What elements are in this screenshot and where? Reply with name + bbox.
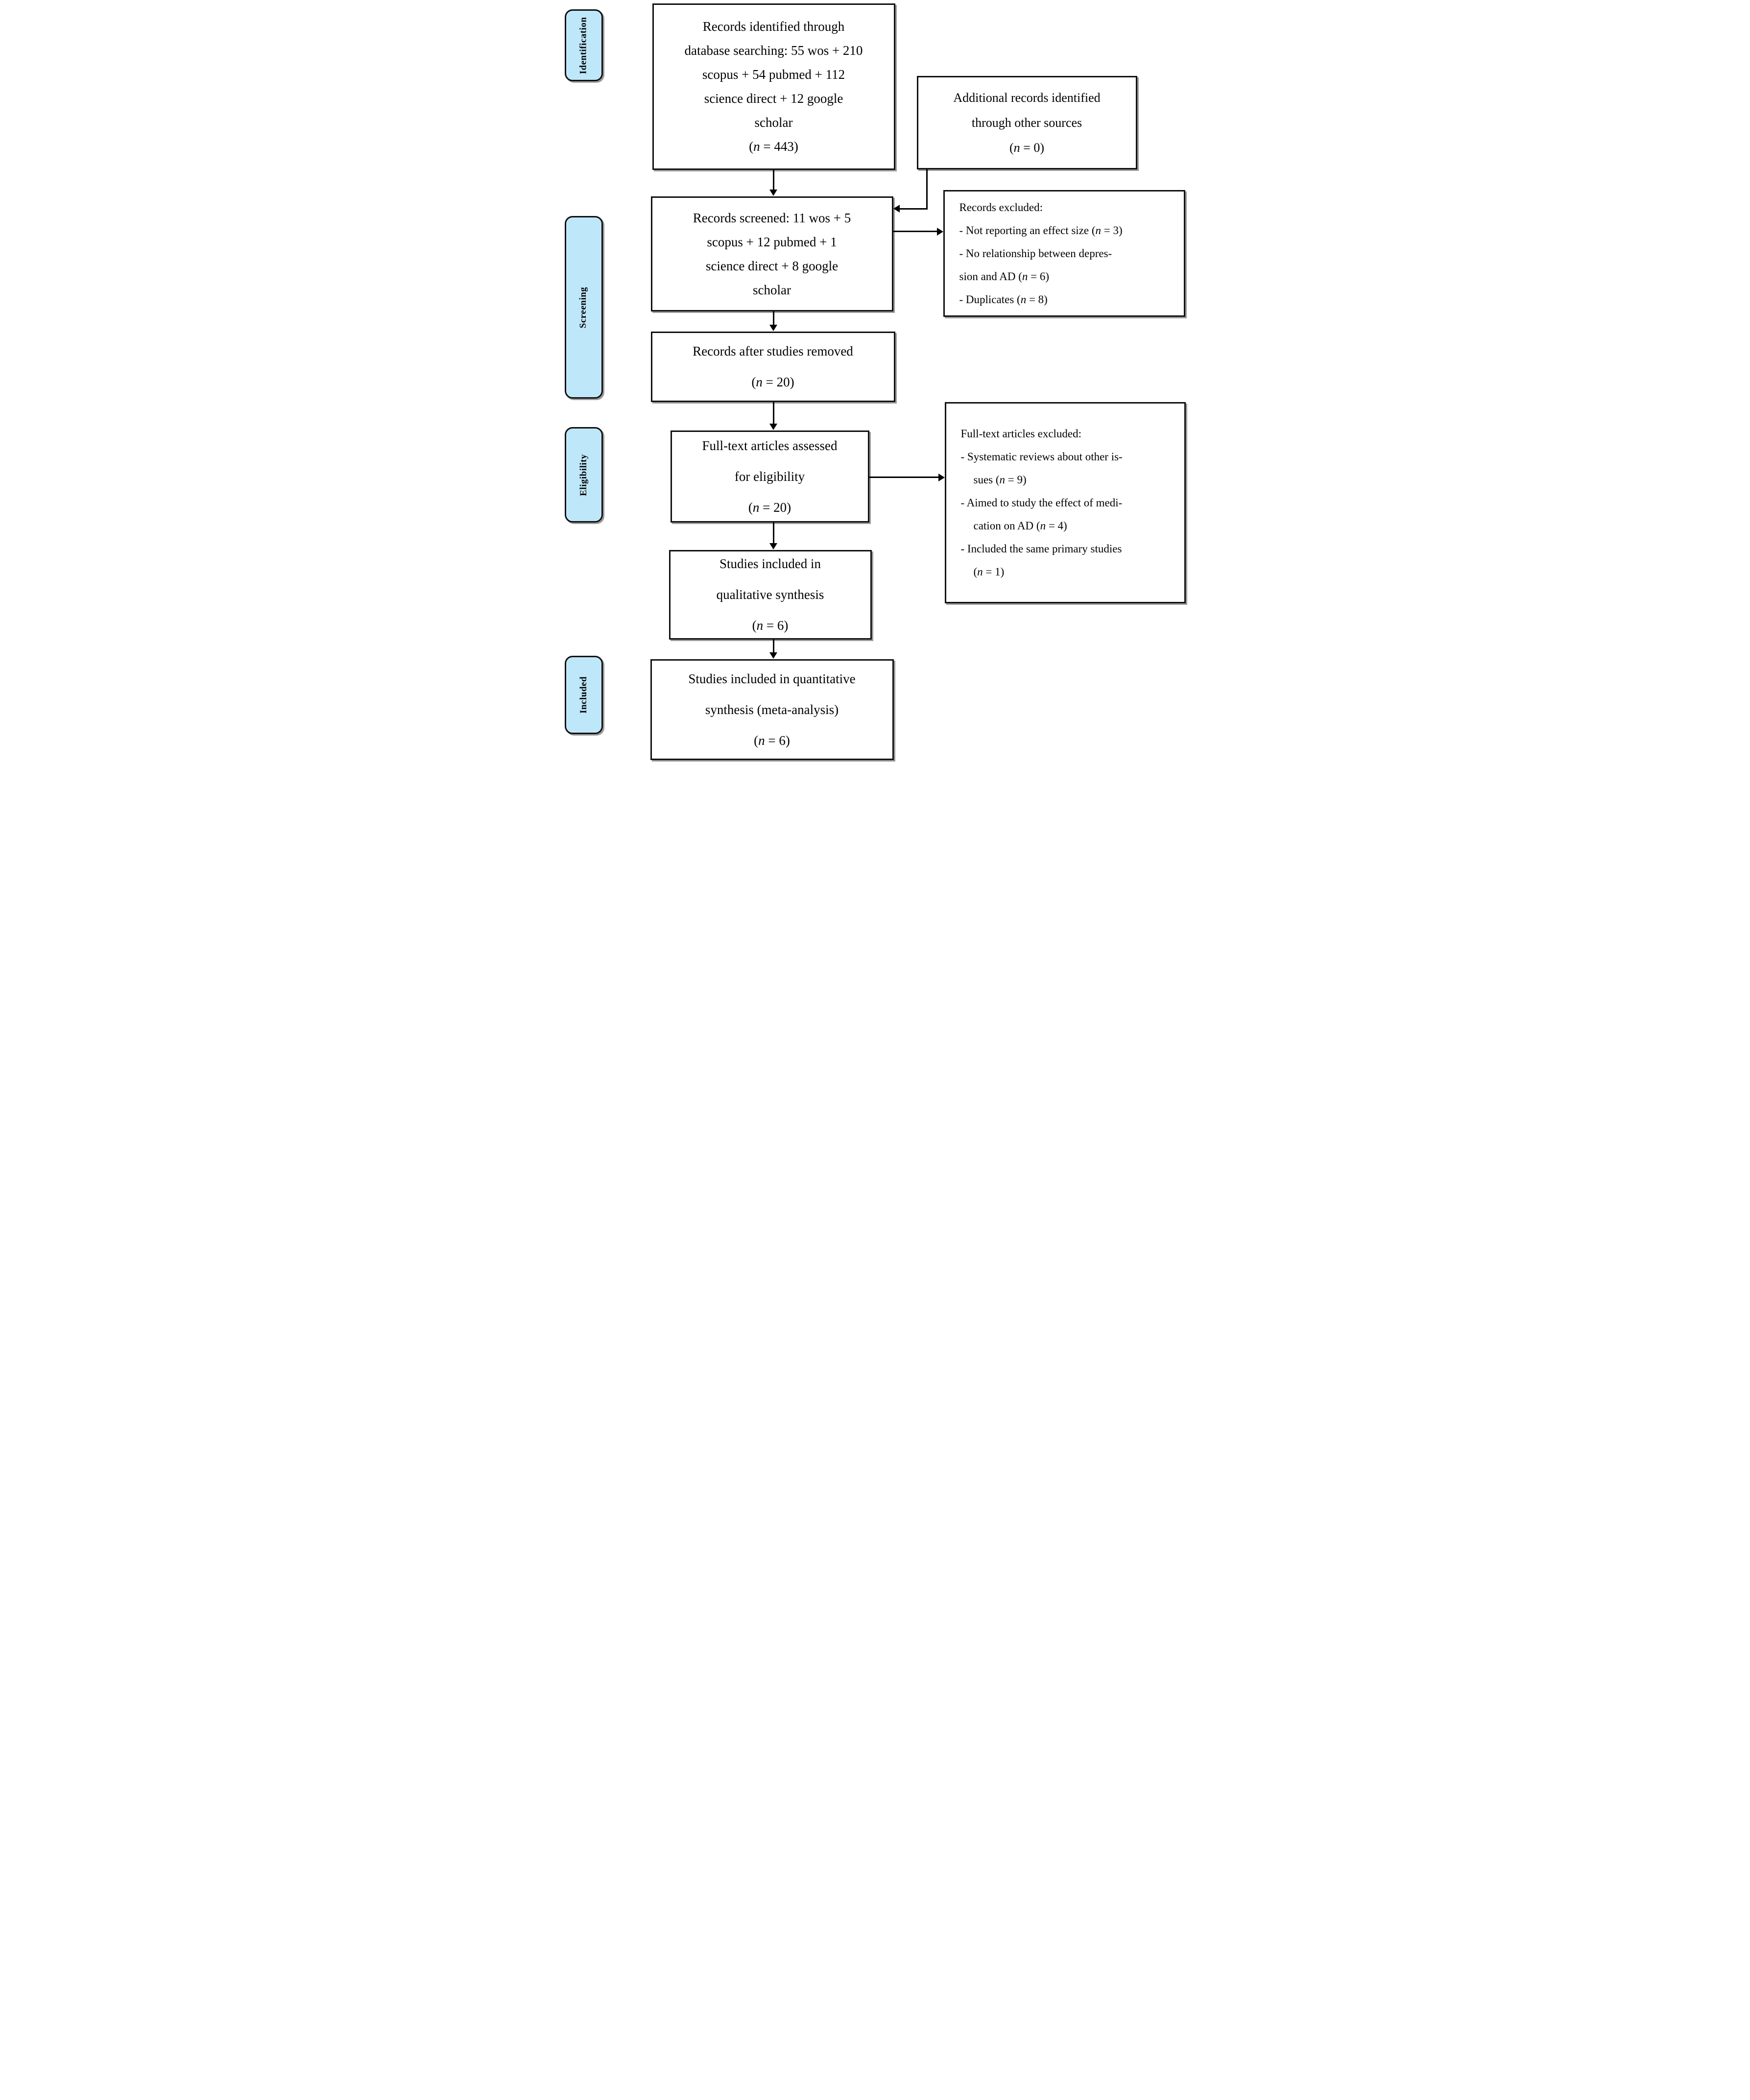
arrow-after-removed-to-assessed bbox=[772, 402, 774, 424]
text-line: - Systematic reviews about other is- bbox=[960, 451, 1123, 463]
box-records-after-removed: Records after studies removed (n = 20) bbox=[650, 332, 895, 402]
text-line: (n = 443) bbox=[749, 139, 798, 154]
box-additional-records: Additional records identified through oth… bbox=[916, 76, 1137, 169]
box-quantitative-synthesis: Studies included in quantitative synthesi… bbox=[650, 659, 894, 760]
stage-label: Identification bbox=[578, 17, 589, 74]
stage-eligibility: Eligibility bbox=[564, 427, 603, 523]
stage-identification: Identification bbox=[564, 9, 603, 81]
text-line: through other sources bbox=[971, 116, 1082, 130]
arrow-screened-to-after-removed bbox=[772, 311, 774, 325]
text-line: Full-text articles excluded: bbox=[960, 428, 1082, 440]
arrow-assessed-to-qualitative bbox=[772, 523, 774, 544]
arrow-identified-to-screened bbox=[772, 170, 774, 190]
text-line: synthesis (meta-analysis) bbox=[705, 702, 839, 717]
text-line: (n = 6) bbox=[752, 618, 789, 633]
text-line: (n = 20) bbox=[751, 375, 794, 389]
text-line: Full-text articles assessed bbox=[702, 438, 838, 453]
prisma-flow-diagram: Identification Screening Eligibility Inc… bbox=[556, 0, 1194, 764]
text-line: Records excluded: bbox=[959, 201, 1043, 214]
text-line: sues (n = 9) bbox=[973, 474, 1027, 486]
text-line: scopus + 12 pubmed + 1 bbox=[707, 234, 837, 249]
text-line: - Included the same primary studies bbox=[960, 543, 1122, 555]
text-line: - Aimed to study the effect of medi- bbox=[960, 497, 1123, 509]
elbow-horizontal-segment bbox=[899, 208, 928, 210]
text-line: Records screened: 11 wos + 5 bbox=[693, 210, 851, 225]
text-line: database searching: 55 wos + 210 bbox=[684, 43, 863, 58]
text-line: (n = 20) bbox=[748, 500, 791, 515]
text-line: science direct + 12 google bbox=[704, 91, 843, 106]
stage-label: Screening bbox=[578, 286, 589, 328]
box-qualitative-synthesis: Studies included in qualitative synthesis… bbox=[669, 550, 872, 640]
text-line: Studies included in bbox=[719, 556, 821, 571]
box-fulltext-excluded: Full-text articles excluded: - Systematic… bbox=[944, 402, 1186, 603]
text-line: Studies included in quantitative bbox=[688, 671, 856, 686]
stage-label: Eligibility bbox=[578, 453, 589, 496]
text-line: for eligibility bbox=[734, 469, 805, 484]
arrow-qualitative-to-quantitative bbox=[772, 640, 774, 653]
elbow-vertical-segment bbox=[926, 169, 928, 210]
box-records-screened: Records screened: 11 wos + 5 scopus + 12 … bbox=[650, 196, 893, 311]
box-fulltext-assessed: Full-text articles assessed for eligibili… bbox=[670, 430, 869, 523]
text-line: - Not reporting an effect size (n = 3) bbox=[959, 224, 1123, 237]
text-line: Additional records identified bbox=[953, 91, 1101, 105]
text-line: Records after studies removed bbox=[693, 344, 853, 358]
text-line: scopus + 54 pubmed + 112 bbox=[702, 67, 845, 82]
text-line: scholar bbox=[754, 115, 793, 130]
text-line: (n = 6) bbox=[754, 733, 790, 748]
stage-included: Included bbox=[564, 656, 603, 734]
text-line: - No relationship between depres- bbox=[959, 247, 1112, 260]
arrow-assessed-to-fulltext-excluded bbox=[869, 477, 939, 478]
text-line: scholar bbox=[753, 282, 791, 297]
text-line: Records identified through bbox=[702, 19, 845, 34]
text-line: qualitative synthesis bbox=[716, 587, 824, 602]
box-records-identified: Records identified through database searc… bbox=[652, 3, 895, 170]
stage-screening: Screening bbox=[564, 216, 603, 399]
text-line: - Duplicates (n = 8) bbox=[959, 293, 1048, 306]
text-line: (n = 1) bbox=[973, 566, 1005, 578]
text-line: cation on AD (n = 4) bbox=[973, 520, 1067, 532]
text-line: science direct + 8 google bbox=[705, 258, 839, 273]
arrow-screened-to-records-excluded bbox=[893, 231, 937, 232]
box-records-excluded: Records excluded: - Not reporting an effe… bbox=[943, 190, 1185, 317]
elbow-arrowhead-left bbox=[893, 205, 900, 213]
text-line: (n = 0) bbox=[1009, 141, 1044, 155]
stage-label: Included bbox=[578, 676, 589, 714]
text-line: sion and AD (n = 6) bbox=[959, 270, 1050, 283]
